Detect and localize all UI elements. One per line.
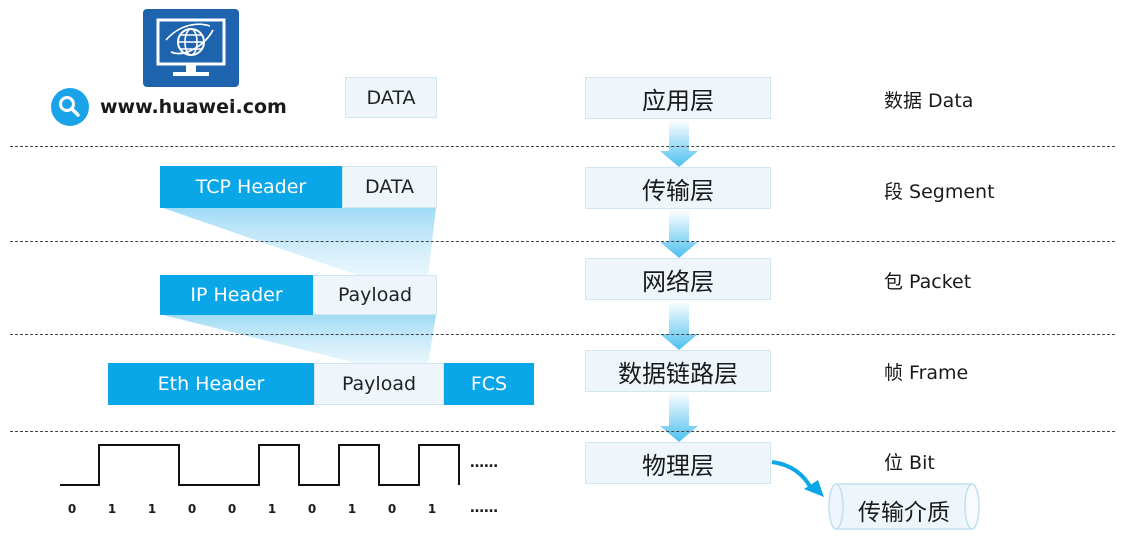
layer-application: 应用层	[585, 77, 771, 119]
medium-arrow	[771, 460, 814, 491]
eth-header-box: Eth Header	[108, 363, 314, 405]
pdu-segment-label: 段 Segment	[884, 181, 995, 203]
app-data-box: DATA	[345, 77, 437, 118]
bit-value: 1	[347, 502, 357, 516]
medium-cylinder	[828, 483, 980, 530]
bit-waveform	[60, 444, 460, 486]
encap-funnel-transport-to-network	[163, 208, 436, 276]
down-arrow	[660, 120, 698, 167]
layer-divider	[10, 146, 1115, 147]
bit-value: 1	[147, 502, 157, 516]
waveform-ellipsis: ……	[470, 455, 498, 471]
layer-network: 网络层	[585, 258, 771, 300]
down-arrow	[660, 210, 698, 258]
bit-value: 0	[67, 502, 77, 516]
layer-datalink: 数据链路层	[585, 350, 771, 392]
layer-divider	[10, 241, 1115, 242]
down-arrow	[660, 392, 698, 442]
bit-value: 0	[387, 502, 397, 516]
pdu-frame-label: 帧 Frame	[884, 362, 969, 384]
encap-funnel-network-to-datalink	[163, 315, 436, 364]
monitor-globe-icon	[143, 9, 239, 87]
bit-value: 1	[107, 502, 117, 516]
fcs-box: FCS	[444, 363, 534, 405]
search-icon	[51, 88, 89, 126]
bit-value: 1	[267, 502, 277, 516]
website-url[interactable]: www.huawei.com	[100, 96, 287, 118]
bit-value: 1	[427, 502, 437, 516]
medium-label: 传输介质	[858, 500, 950, 526]
layer-divider	[10, 334, 1115, 335]
pdu-data-label: 数据 Data	[884, 90, 974, 112]
frame-payload-box: Payload	[314, 363, 444, 405]
pdu-packet-label: 包 Packet	[884, 271, 972, 293]
bit-value: 0	[307, 502, 317, 516]
packet-payload-box: Payload	[313, 275, 437, 315]
bit-value: 0	[187, 502, 197, 516]
layer-divider	[10, 431, 1115, 432]
bit-value: 0	[227, 502, 237, 516]
down-arrow	[660, 301, 698, 350]
ip-header-box: IP Header	[160, 275, 313, 315]
layer-transport: 传输层	[585, 167, 771, 209]
tcp-header-box: TCP Header	[160, 166, 342, 208]
pdu-bit-label: 位 Bit	[884, 452, 935, 474]
medium-arrow-head	[804, 480, 824, 497]
segment-data-box: DATA	[342, 166, 437, 208]
bits-ellipsis: ……	[470, 500, 498, 516]
layer-physical: 物理层	[585, 442, 771, 484]
layer-arrows	[660, 120, 698, 442]
